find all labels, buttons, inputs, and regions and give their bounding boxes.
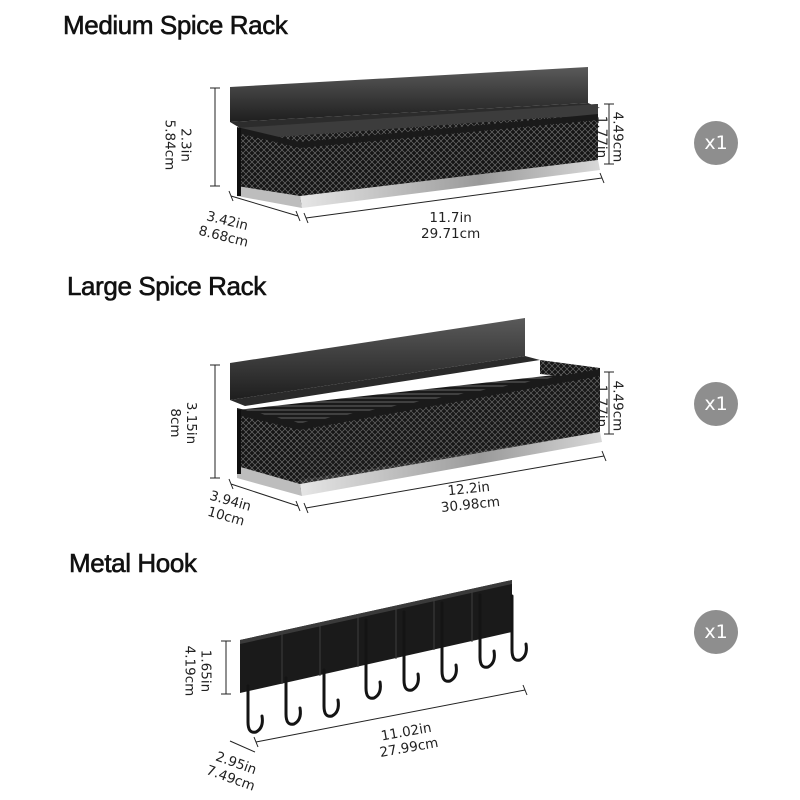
dimension-cm: 8cm (167, 408, 184, 438)
dimension-cm: 4.49cm (609, 380, 626, 432)
metal-hook-image (240, 580, 528, 734)
dimension-width: 12.2in 30.98cm (438, 478, 501, 516)
dimension-lines (210, 87, 614, 753)
dimension-height-right: 4.49cm 1.77in (593, 381, 625, 432)
dimension-cm: 4.49cm (609, 111, 626, 163)
product-title: Large Spice Rack (67, 271, 267, 302)
quantity-badge: x1 (694, 382, 738, 426)
dimension-height-left: 3.15in 8cm (167, 402, 199, 444)
quantity-badge: x1 (694, 121, 738, 165)
dimension-cm: 4.19cm (181, 645, 198, 697)
product-title: Medium Spice Rack (63, 10, 288, 41)
dimension-height-left: 1.65in 4.19cm (181, 646, 213, 697)
quantity-badge: x1 (694, 610, 738, 654)
dimension-height-left: 2.3in 5.84cm (161, 120, 193, 171)
dimension-in: 1.77in (593, 384, 610, 428)
dimension-width: 11.7in 29.71cm (421, 210, 480, 242)
dimension-height-right: 4.49cm 1.77in (593, 112, 625, 163)
dimension-in: 1.77in (593, 115, 610, 159)
dimension-cm: 5.84cm (161, 119, 178, 171)
product-title: Metal Hook (69, 548, 197, 579)
large-spice-rack-image (230, 318, 602, 496)
dimension-cm: 29.71cm (421, 226, 481, 242)
dimension-in: 11.7in (429, 210, 472, 226)
medium-spice-rack-image (230, 67, 600, 208)
dimension-in: 2.3in (177, 128, 194, 162)
dimension-in: 3.15in (183, 401, 200, 445)
dimension-in: 1.65in (197, 649, 214, 693)
